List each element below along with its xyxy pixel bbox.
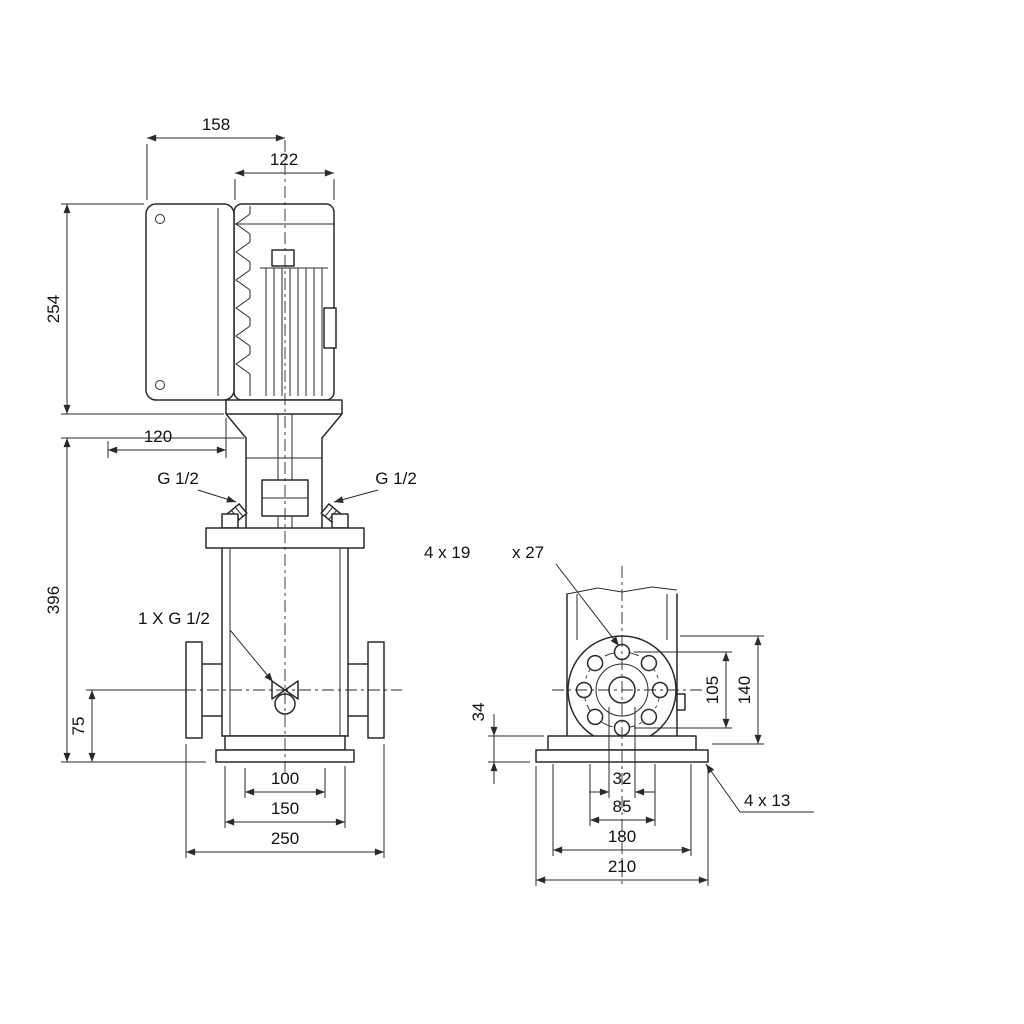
dimension-base-plate-width: 210 xyxy=(535,766,709,886)
dimension-motor-height: 254 xyxy=(44,203,224,415)
motor xyxy=(233,203,337,401)
fin-profile xyxy=(235,206,251,396)
end-base xyxy=(535,693,709,763)
dim-label-motor-width: 122 xyxy=(270,150,298,169)
cover-screw-bottom xyxy=(155,380,165,390)
staybolt-nut-left xyxy=(221,513,239,529)
ports xyxy=(185,641,385,739)
dimension-base-width: 150 xyxy=(224,766,346,828)
dim-label-motor-height: 254 xyxy=(44,295,63,323)
plug-right-label: G 1/2 xyxy=(375,469,417,488)
dim-label-base-height: 34 xyxy=(469,703,488,722)
plug-label-right: G 1/2 xyxy=(333,469,417,503)
plug-label-left: G 1/2 xyxy=(157,469,237,503)
side-view: 158 122 254 120 G 1/2 G 1/ xyxy=(44,115,417,858)
dimension-flange-span: 250 xyxy=(185,744,385,858)
motor-flange xyxy=(225,399,343,415)
motor-nameplate xyxy=(323,307,337,349)
plug-left-label: G 1/2 xyxy=(157,469,199,488)
bolt-hole xyxy=(586,654,604,672)
dim-label-base-plate-width: 210 xyxy=(608,857,636,876)
flange-holes-callout: 4 x 19 x 27 xyxy=(424,543,620,647)
dimension-pump-height: 396 xyxy=(44,437,244,763)
dim-label-port-span: 100 xyxy=(271,769,299,788)
dimension-base-hole-spacing: 180 xyxy=(552,764,692,856)
drain-plug-callout: 1 X G 1/2 xyxy=(138,609,274,683)
dimension-hole-spacing: 85 xyxy=(589,764,656,826)
lifting-lug xyxy=(271,249,295,267)
dim-label-bolt-circle: 105 xyxy=(703,676,722,704)
terminal-box xyxy=(145,203,251,401)
base-holes-callout: 4 x 13 xyxy=(705,763,814,813)
dim-label-bore: 32 xyxy=(613,769,632,788)
dim-label-terminal-box-width: 158 xyxy=(202,115,230,134)
motor-cooling-ribs xyxy=(265,268,323,396)
base-holes-label: 4 x 13 xyxy=(744,791,790,810)
dim-label-hole-spacing: 85 xyxy=(613,797,632,816)
flange-holes-label-b: x 27 xyxy=(512,543,544,562)
staybolt-nut-right xyxy=(331,513,349,529)
cover-screw-top xyxy=(155,214,165,224)
dim-label-base-hole-spacing: 180 xyxy=(608,827,636,846)
drain-plug-symbol xyxy=(284,680,299,700)
bolt-hole xyxy=(586,708,604,726)
dimension-port-height: 75 xyxy=(69,689,184,762)
dim-label-base-width: 150 xyxy=(271,799,299,818)
dimension-bore: 32 xyxy=(589,707,655,798)
body-tab xyxy=(676,693,686,711)
bolt-hole xyxy=(640,708,658,726)
dimension-flange-od: 140 xyxy=(680,635,764,745)
dimension-port-span: 100 xyxy=(244,768,326,798)
dimension-base-height: 34 xyxy=(469,703,544,784)
dimension-bolt-circle: 105 xyxy=(634,651,732,729)
dim-label-flange-od: 140 xyxy=(735,676,754,704)
dim-label-port-height: 75 xyxy=(69,717,88,736)
bolt-hole xyxy=(640,654,658,672)
dim-label-coupling-width: 120 xyxy=(144,427,172,446)
drain-plug-label: 1 X G 1/2 xyxy=(138,609,210,628)
terminal-box-cover xyxy=(145,203,235,401)
dim-label-pump-height: 396 xyxy=(44,586,63,614)
dim-label-flange-span: 250 xyxy=(271,829,299,848)
end-view: 4 x 19 x 27 105 140 34 xyxy=(424,543,814,886)
dimension-motor-width: 122 xyxy=(234,150,335,200)
flange-holes-label-a: 4 x 19 xyxy=(424,543,470,562)
dimension-terminal-box-width: 158 xyxy=(146,115,285,200)
dimension-coupling-width: 120 xyxy=(107,418,227,458)
